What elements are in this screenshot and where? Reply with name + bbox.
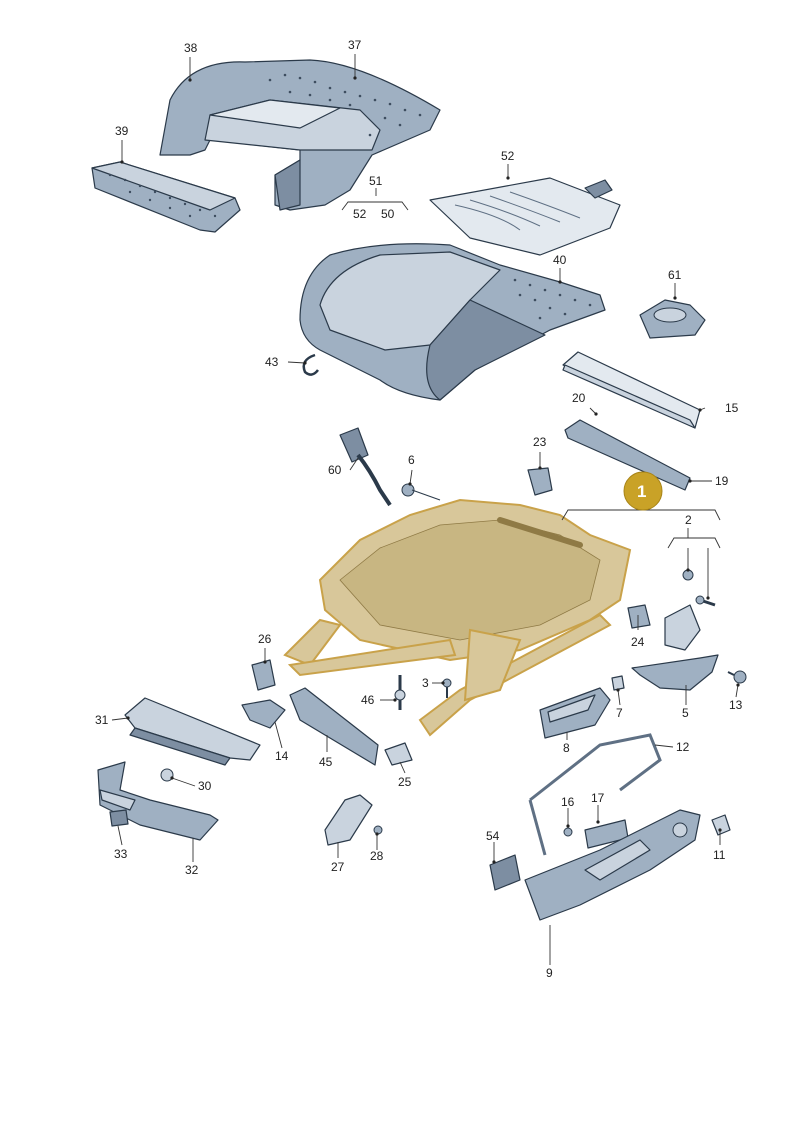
callout-24: 24 (631, 635, 645, 649)
callout-54: 54 (486, 829, 500, 843)
callout-30: 30 (198, 779, 212, 793)
callout-39: 39 (115, 124, 129, 138)
trim-part-8[interactable] (539, 687, 611, 739)
callout-60: 60 (328, 463, 342, 477)
rail-part-19[interactable] (564, 419, 691, 491)
callout-20: 20 (572, 391, 586, 405)
callout-38: 38 (184, 41, 198, 55)
screw-part-6[interactable] (401, 483, 441, 501)
callout-13: 13 (729, 698, 743, 712)
callout-32: 32 (185, 863, 199, 877)
clip-part-7[interactable] (611, 675, 625, 691)
seat-foam-part-40[interactable] (299, 243, 606, 401)
callout-11: 11 (713, 848, 726, 862)
callout-33: 33 (114, 847, 128, 861)
cover-part-24[interactable] (627, 604, 701, 651)
callout-dots (120, 76, 740, 864)
callout-46: 46 (361, 693, 375, 707)
bracket-part-25[interactable] (384, 742, 413, 766)
seatbelt-buckle-part-60[interactable] (339, 427, 392, 507)
callout-2: 2 (685, 513, 692, 527)
callout-52-bottom: 52 (353, 207, 367, 221)
callout-labels: 38 37 39 52 51 52 50 40 61 43 15 20 23 1… (95, 38, 743, 980)
callout-17: 17 (591, 791, 605, 805)
seat-frame-part-1-highlighted[interactable] (283, 498, 632, 737)
screw-set-part-2[interactable] (682, 569, 716, 607)
callout-61: 61 (668, 268, 682, 282)
bracket-part-26[interactable] (251, 659, 276, 691)
callout-28: 28 (370, 849, 384, 863)
tray-part-31[interactable] (124, 697, 261, 766)
callout-19: 19 (715, 474, 729, 488)
bracket-part-23[interactable] (527, 467, 553, 496)
callout-40: 40 (553, 253, 567, 267)
callout-45: 45 (319, 755, 333, 769)
badge-label: 1 (637, 482, 646, 501)
cover-part-14[interactable] (241, 699, 286, 729)
cable-part-12[interactable] (528, 733, 662, 856)
callout-26: 26 (258, 632, 272, 646)
callout-7: 7 (616, 706, 623, 720)
callout-16: 16 (561, 795, 575, 809)
callout-25: 25 (398, 775, 412, 789)
callout-lines (111, 54, 739, 965)
heating-mat-part-52[interactable] (429, 177, 621, 256)
screw-part-13[interactable] (727, 670, 747, 684)
seat-cover-part-37[interactable] (159, 59, 441, 211)
nut-part-30[interactable] (160, 768, 174, 782)
callout-6: 6 (408, 453, 415, 467)
callout-12: 12 (676, 740, 690, 754)
callout-8: 8 (563, 741, 570, 755)
bracket-part-27[interactable] (324, 794, 373, 846)
pin-part-46[interactable] (394, 675, 406, 710)
side-panel-part-9[interactable] (524, 809, 701, 921)
connector-part-54[interactable] (489, 854, 521, 891)
module-part-61[interactable] (639, 299, 706, 339)
callout-15: 15 (725, 401, 739, 415)
callout-50: 50 (381, 207, 395, 221)
callout-43: 43 (265, 355, 279, 369)
callout-37: 37 (348, 38, 362, 52)
callout-23: 23 (533, 435, 547, 449)
clip-part-43[interactable] (302, 353, 319, 376)
bolt-part-3[interactable] (442, 678, 452, 698)
callout-51: 51 (369, 174, 383, 188)
clip-part-33[interactable] (109, 809, 129, 827)
callout-14: 14 (275, 749, 289, 763)
trim-strip-part-32[interactable] (97, 761, 219, 841)
trim-panel-part-15[interactable] (562, 351, 701, 429)
callout-9: 9 (546, 966, 553, 980)
callout-27: 27 (331, 860, 345, 874)
screw-part-16[interactable] (563, 827, 573, 837)
bracket-part-45[interactable] (289, 687, 379, 766)
callout-5: 5 (682, 706, 689, 720)
callout-52-top: 52 (501, 149, 515, 163)
bracket-part-5[interactable] (631, 654, 719, 691)
cushion-pad-part-39[interactable] (91, 161, 241, 233)
callout-3: 3 (422, 676, 429, 690)
highlight-badge-1[interactable]: 1 (623, 471, 663, 511)
callout-31: 31 (95, 713, 109, 727)
clip-part-11[interactable] (711, 814, 731, 836)
